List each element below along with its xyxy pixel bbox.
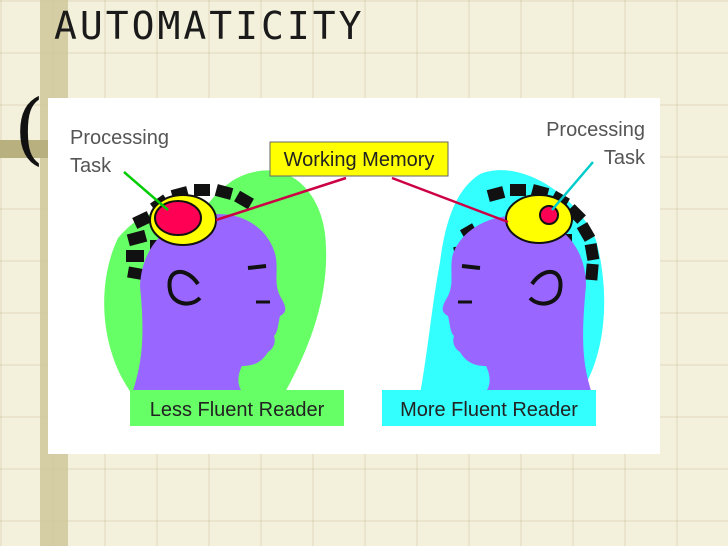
left-eye <box>247 264 267 270</box>
right-head <box>442 216 592 394</box>
decorative-bracket: ( <box>14 84 45 174</box>
left-caption-box <box>130 390 344 426</box>
left-memory-pointer <box>215 176 347 222</box>
left-task-label-line1: Processing <box>70 127 169 149</box>
automaticity-diagram: Working Memory Processing Task Processin… <box>70 119 646 426</box>
working-memory-box <box>269 141 449 177</box>
left-ear <box>167 269 202 306</box>
left-task-pointer <box>123 171 169 211</box>
right-caption: More Fluent Reader <box>400 399 578 421</box>
right-ear <box>528 269 563 306</box>
right-task-pointer <box>551 161 594 211</box>
automaticity-diagram-panel: Working Memory Processing Task Processin… <box>48 98 660 454</box>
right-task-label-line1: Processing <box>546 119 645 141</box>
right-memory-ellipse <box>505 194 573 244</box>
right-eye <box>461 264 481 270</box>
right-memory-pointer <box>391 176 509 224</box>
right-caption-box <box>382 390 596 426</box>
right-task-dot <box>539 205 559 225</box>
left-caption: Less Fluent Reader <box>150 399 325 421</box>
left-head <box>132 214 286 394</box>
working-memory-label: Working Memory <box>284 149 435 171</box>
left-task-label-line2: Task <box>70 155 112 177</box>
right-task-label-line2: Task <box>604 147 646 169</box>
slide-title: AUTOMATICITY <box>54 4 365 48</box>
